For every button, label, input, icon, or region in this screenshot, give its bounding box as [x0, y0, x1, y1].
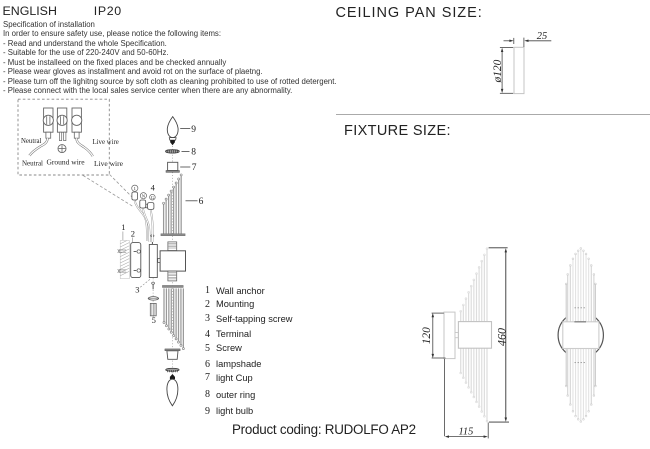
svg-text:4: 4 [151, 182, 156, 192]
svg-text:25: 25 [537, 31, 547, 42]
svg-text:2: 2 [131, 228, 135, 238]
svg-text:6: 6 [199, 197, 204, 207]
svg-text:N: N [142, 194, 146, 199]
svg-text:8: 8 [191, 148, 196, 158]
svg-text:Neutral: Neutral [21, 138, 41, 145]
svg-text:Neutral: Neutral [22, 160, 43, 168]
svg-text:Ground wire: Ground wire [47, 158, 86, 167]
svg-text:120: 120 [421, 327, 433, 344]
svg-text:7: 7 [192, 163, 197, 173]
svg-text:460: 460 [494, 328, 508, 346]
svg-text:G: G [151, 195, 155, 200]
svg-text:3: 3 [135, 285, 139, 295]
svg-text:9: 9 [191, 125, 196, 135]
svg-text:1: 1 [121, 222, 125, 232]
svg-text:115: 115 [459, 427, 474, 438]
svg-text:5: 5 [152, 315, 156, 325]
svg-text:Live wire: Live wire [93, 139, 119, 146]
svg-text:1: 1 [134, 186, 137, 191]
svg-text:Live wire: Live wire [94, 159, 124, 168]
svg-text:ø120: ø120 [492, 59, 504, 83]
